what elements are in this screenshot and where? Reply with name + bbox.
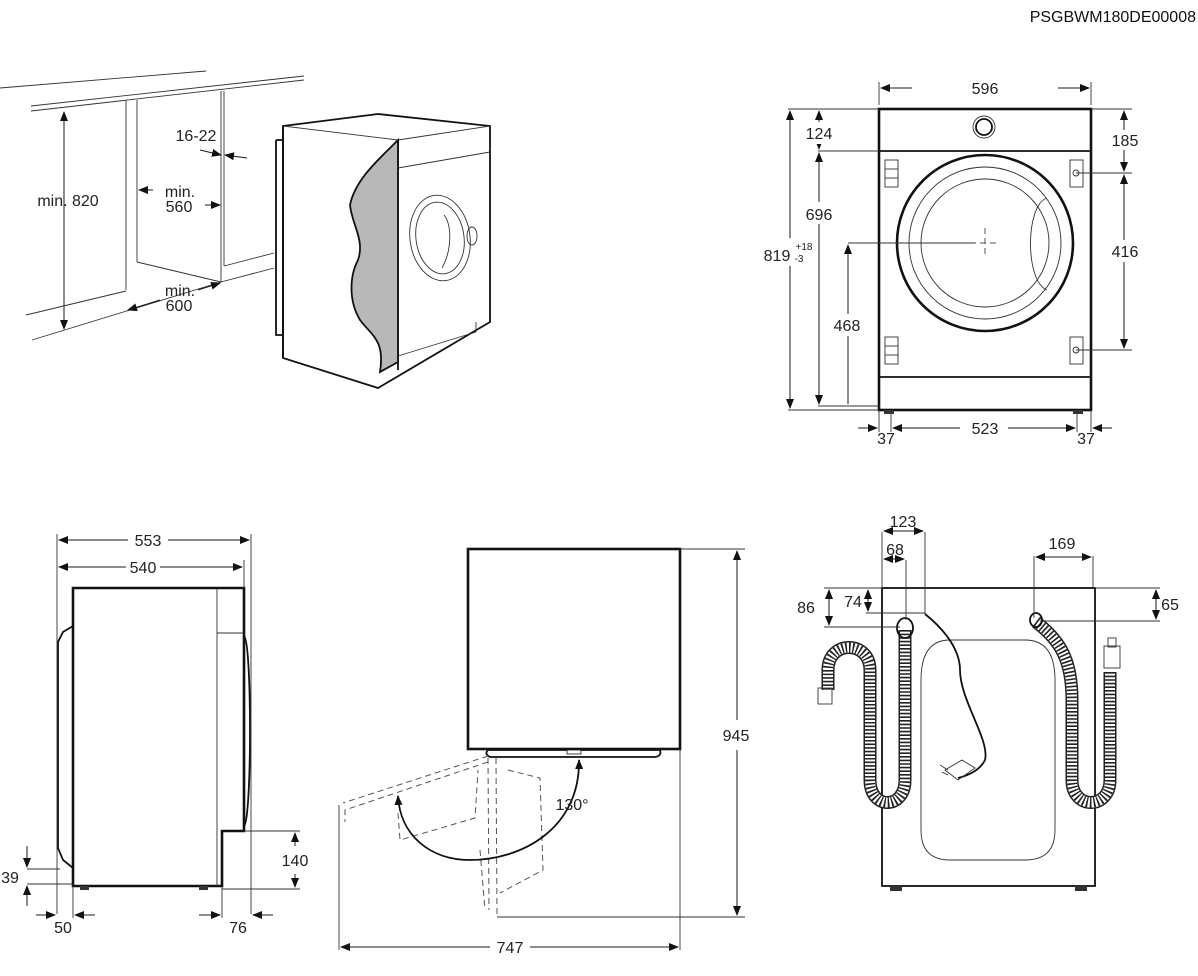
right-offset-label: 169: [1049, 536, 1076, 553]
side-view: 553 540 140 39 50 76: [1, 533, 308, 937]
min-height-label: min. 820: [37, 193, 98, 210]
bottom-offset-label: 39: [1, 870, 19, 887]
front-view: 596 124 696 819 +18 -3 468 185 416: [762, 81, 1144, 448]
cabinet-outline: [0, 70, 305, 341]
door-swing-arc: [394, 759, 584, 861]
rear-panel-outline: [920, 639, 1056, 861]
power-cable: [924, 613, 987, 779]
document-code: PSGBWM180DE00008: [1030, 9, 1196, 26]
rear-view: 123 68 169 86 74 65: [797, 514, 1179, 891]
foot-offset-right-label: 37: [1077, 431, 1095, 448]
upper-height-label: 696: [806, 207, 833, 224]
door-center-height-label: 468: [834, 318, 861, 335]
min-width-value: 560: [166, 199, 193, 216]
drain-height-label: 74: [844, 594, 862, 611]
right-height-label: 65: [1161, 597, 1179, 614]
top-view: 130° 945 747: [338, 547, 750, 957]
front-width-label: 596: [972, 81, 999, 98]
min-depth-value: 600: [166, 298, 193, 315]
side-total-depth-label: 553: [135, 533, 162, 550]
top-panel-height-label: 124: [806, 126, 833, 143]
door-closed: [485, 749, 662, 758]
min-width-label: min.: [165, 184, 195, 201]
foot-spacing-label: 523: [972, 421, 999, 438]
inlet-offset-label: 123: [890, 514, 917, 531]
drain-offset-label: 68: [886, 542, 904, 559]
width-with-door-label: 747: [497, 940, 524, 957]
furniture-door-panel: [349, 137, 399, 374]
side-body-depth-label: 540: [130, 560, 157, 577]
machine-rear: [881, 587, 1096, 887]
panel-thickness-label: 16-22: [176, 128, 217, 145]
front-offset-label: 50: [54, 920, 72, 937]
door-open-outline: [342, 755, 544, 916]
machine-top: [466, 547, 682, 751]
power-plug-icon: [944, 759, 976, 781]
total-height-tolerance-plus: +18: [796, 242, 813, 253]
hinge-spacing-label: 416: [1112, 244, 1139, 261]
min-depth-label: min.: [165, 283, 195, 300]
depth-with-door-label: 945: [723, 728, 750, 745]
total-height-label: 819: [764, 248, 791, 265]
door-angle-label: 130°: [555, 797, 588, 814]
washing-machine-3d: [275, 113, 491, 389]
rear-offset-label: 76: [229, 920, 247, 937]
hinge-top-label: 185: [1112, 133, 1139, 150]
installation-view: min. 820 16-22 min. 560 min. 600: [0, 70, 491, 389]
machine-front: [877, 107, 1093, 412]
total-height-tolerance-minus: -3: [795, 254, 804, 265]
program-knob-icon: [972, 115, 996, 139]
inlet-height-label: 86: [797, 600, 815, 617]
foot-offset-left-label: 37: [877, 431, 895, 448]
toe-height-label: 140: [282, 853, 309, 870]
